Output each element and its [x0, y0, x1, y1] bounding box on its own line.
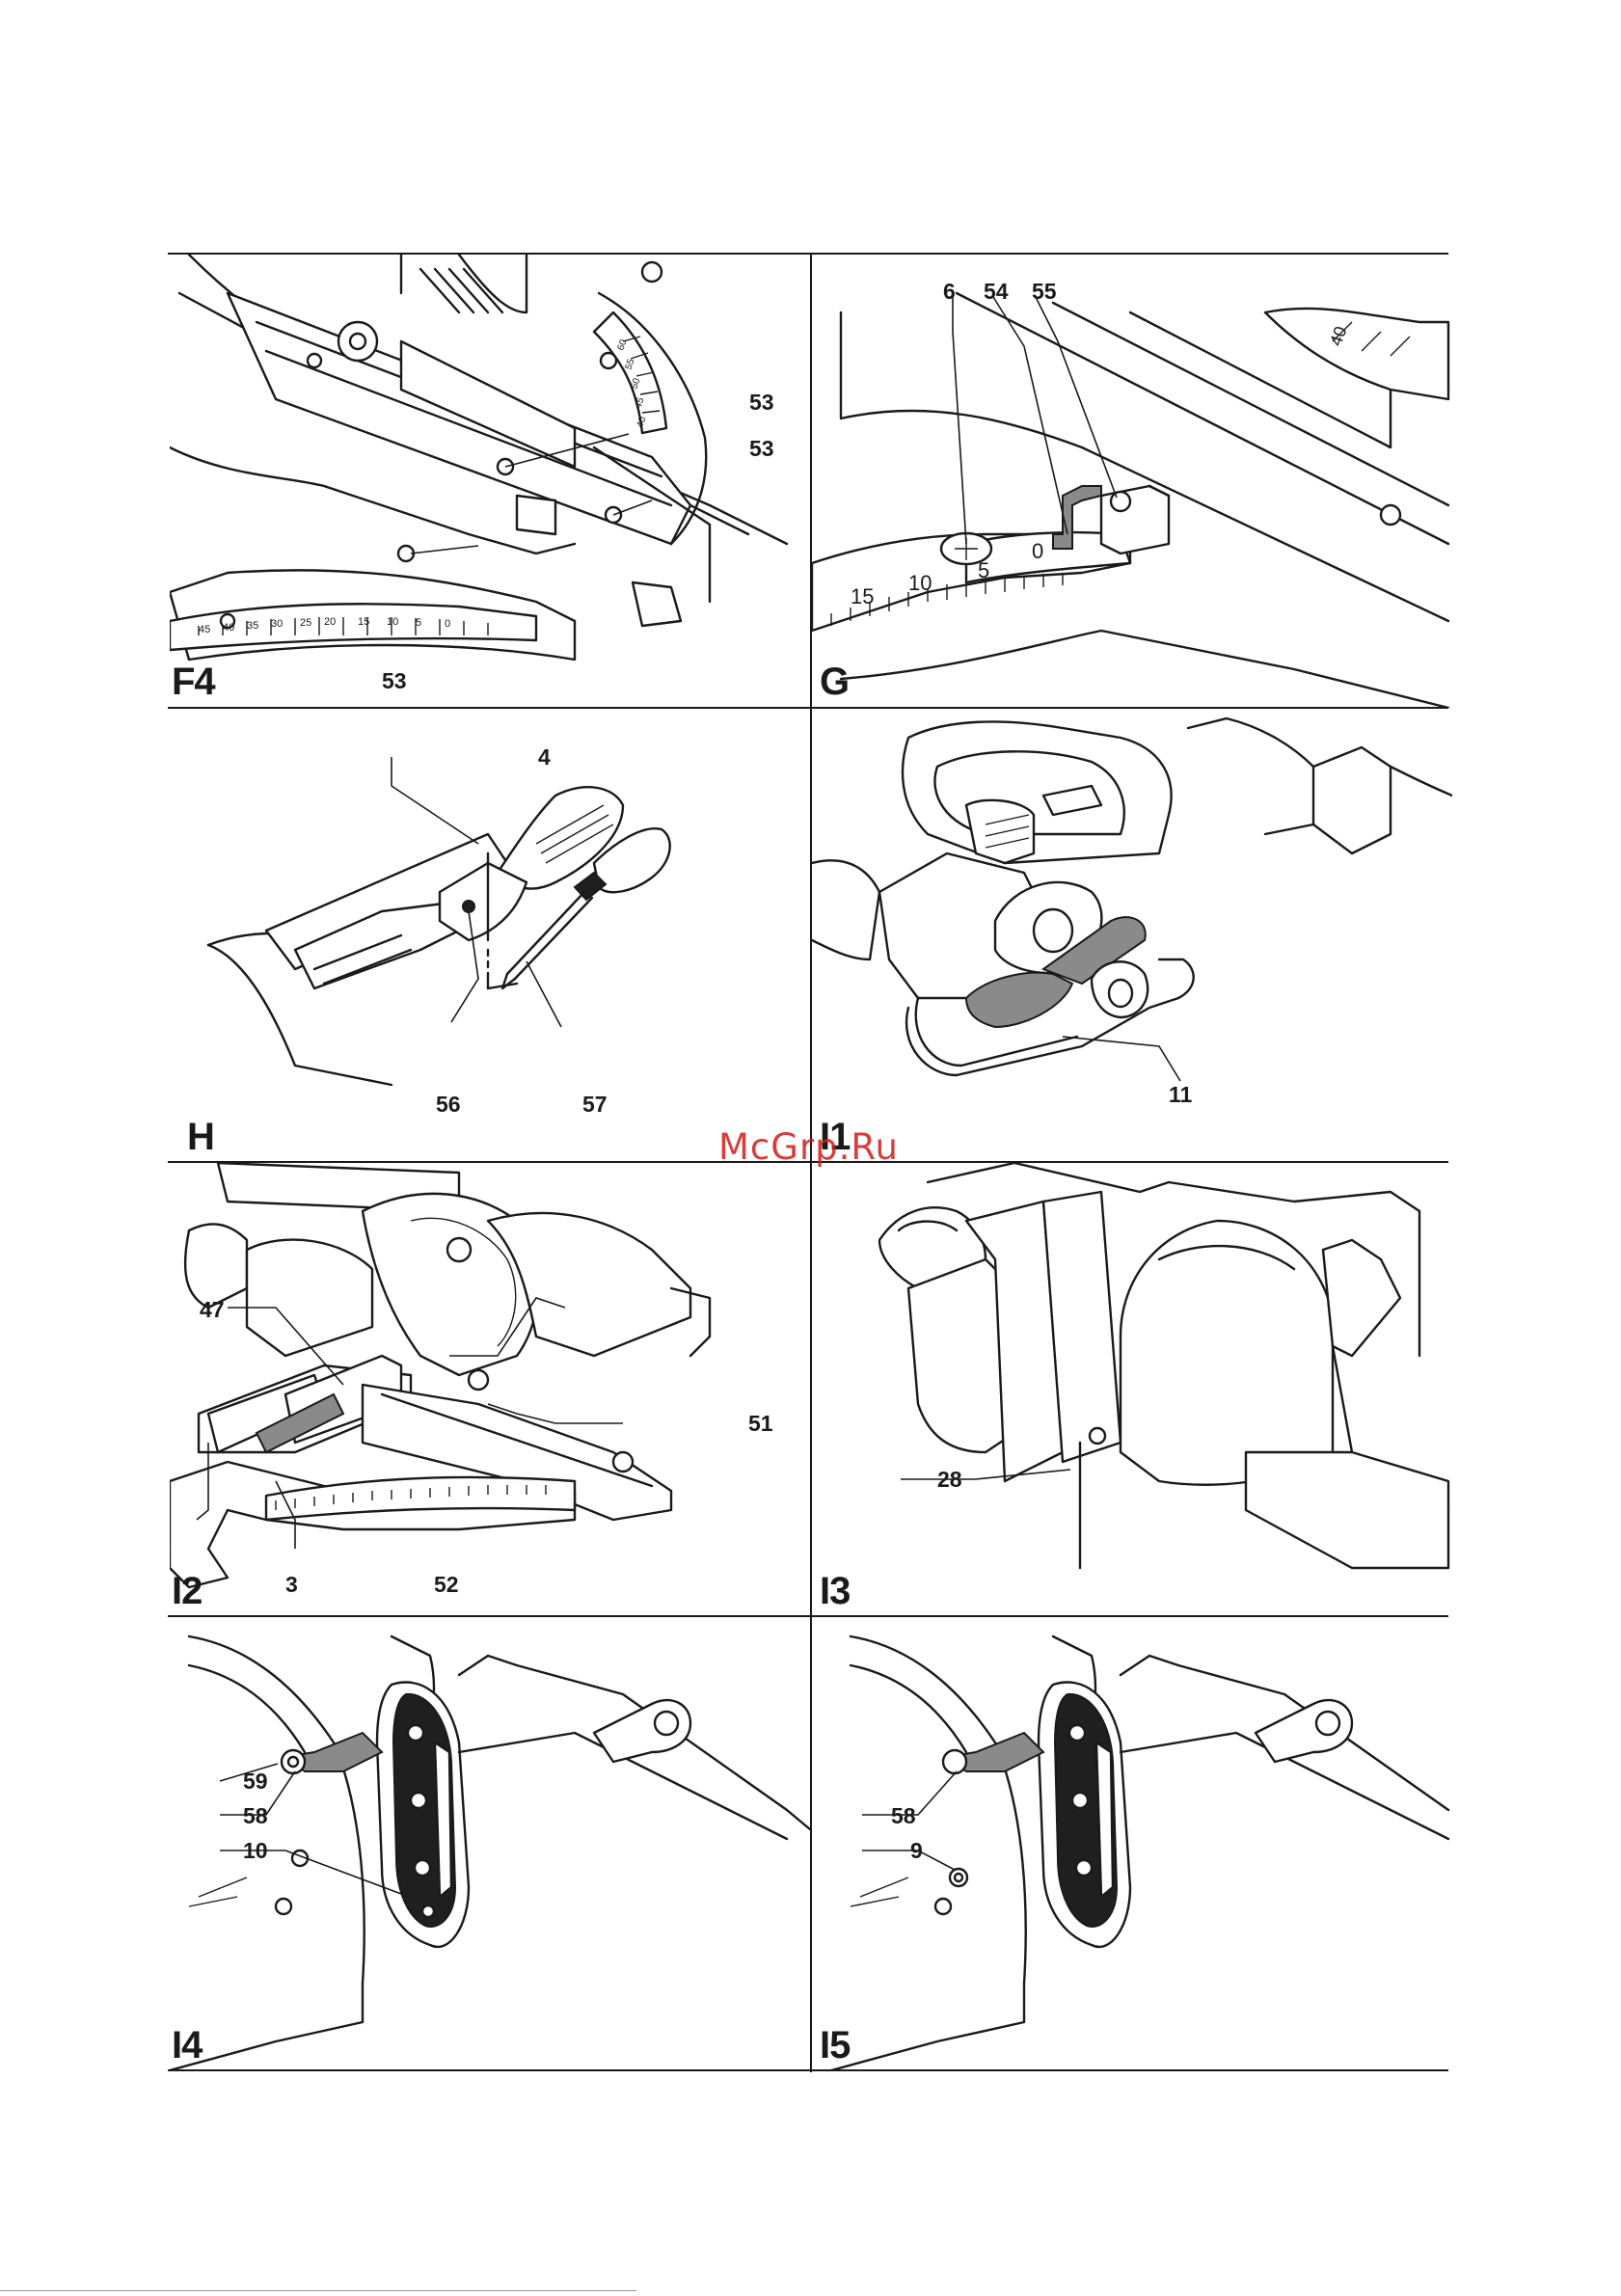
g-callout: 55 — [1032, 280, 1057, 303]
i5-callout: 58 — [891, 1804, 916, 1827]
figure-i3: 28 I3 — [812, 1163, 1452, 1616]
figure-label: F4 — [172, 662, 215, 701]
g-callout: 54 — [984, 280, 1009, 303]
i1-callout: 11 — [1169, 1083, 1192, 1106]
g-scale-tick: 15 — [851, 584, 874, 608]
i5-illustration — [812, 1617, 1452, 2070]
i4-callout: 58 — [243, 1804, 268, 1827]
i3-illustration — [812, 1163, 1452, 1616]
g-callout: 6 — [943, 280, 956, 303]
figure-label: I2 — [172, 1572, 202, 1610]
g-scale-labels: 15 10 5 0 40 — [812, 255, 1452, 708]
figure-i2: 47 51 3 52 I2 — [170, 1163, 810, 1616]
g-scale-tick: 10 — [908, 571, 932, 595]
f4-callout: 53 — [749, 391, 774, 414]
h-callout: 57 — [582, 1093, 608, 1116]
f4-illustration — [170, 255, 810, 708]
f4-callout: 53 — [749, 437, 774, 460]
figure-label: I3 — [820, 1572, 850, 1610]
h-callout: 4 — [538, 745, 551, 769]
i1-illustration — [812, 709, 1452, 1162]
figure-label: H — [187, 1118, 214, 1156]
figure-h: 4 56 57 H — [170, 709, 810, 1162]
i2-illustration — [170, 1163, 810, 1616]
figure-i4: 59 58 10 I4 — [170, 1617, 810, 2070]
i3-callout: 28 — [937, 1468, 962, 1491]
g-scale-tick: 5 — [978, 558, 989, 582]
i2-callout: 3 — [285, 1573, 298, 1596]
i2-callout: 47 — [200, 1298, 225, 1321]
watermark: McGrp.Ru — [718, 1126, 899, 1168]
h-illustration — [170, 709, 810, 1162]
i4-callout: 10 — [243, 1839, 268, 1862]
figure-i5: 58 9 I5 — [812, 1617, 1452, 2070]
i5-callout: 9 — [910, 1839, 923, 1862]
h-callout: 56 — [436, 1093, 461, 1116]
i2-callout: 51 — [748, 1412, 773, 1435]
figure-i1: 11 I1 — [812, 709, 1452, 1162]
i2-callout: 52 — [434, 1573, 459, 1596]
figure-label: I5 — [820, 2026, 850, 2065]
g-dial-tick: 40 — [1326, 324, 1351, 349]
figure-g: 15 10 5 0 40 6 54 55 G — [812, 255, 1452, 708]
figure-label: I4 — [172, 2026, 202, 2065]
bottom-rule — [0, 2290, 636, 2291]
figure-f4: 45 40 35 30 25 20 15 10 5 0 60 55 50 45 … — [170, 255, 810, 708]
g-scale-tick: 0 — [1032, 539, 1043, 563]
f4-callout: 53 — [382, 669, 407, 692]
figure-label: G — [820, 662, 849, 701]
i4-callout: 59 — [243, 1769, 268, 1793]
